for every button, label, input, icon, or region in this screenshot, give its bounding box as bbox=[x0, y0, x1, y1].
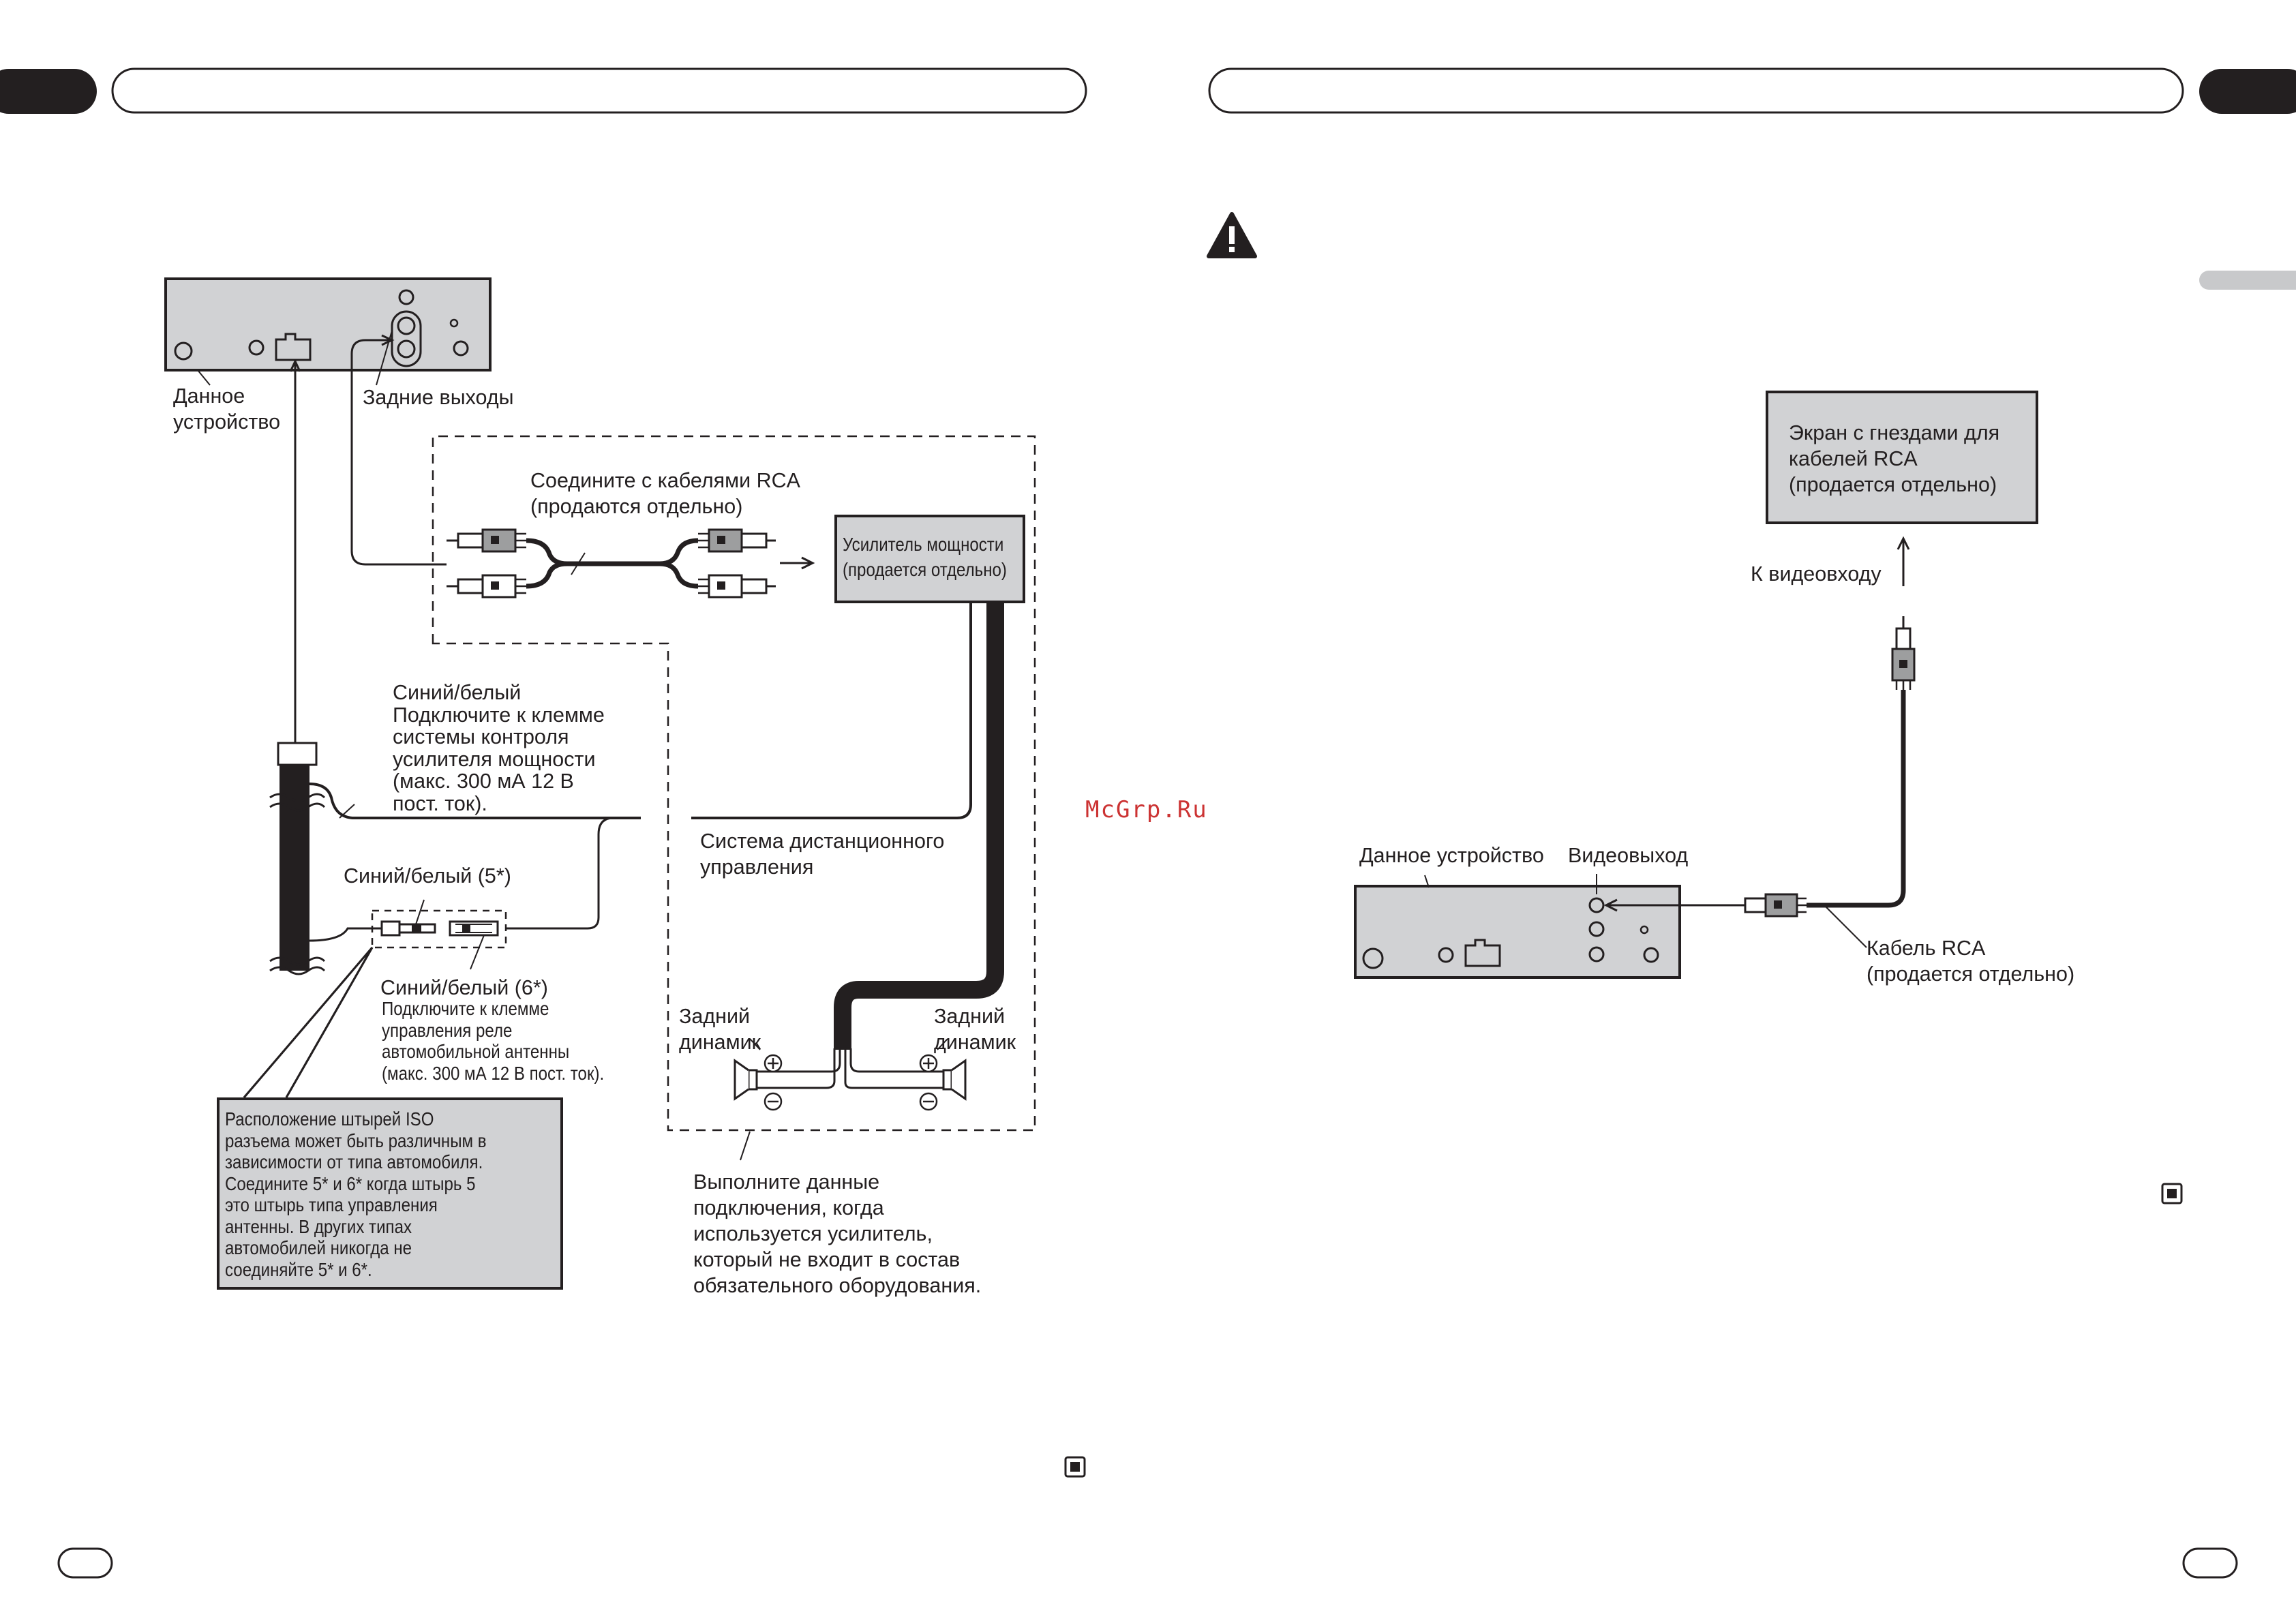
plus-circle-icon bbox=[764, 1054, 783, 1073]
head-unit-video-panel bbox=[1354, 885, 1681, 979]
rca-plug-video-in bbox=[1891, 616, 1916, 690]
iso-note-text: Расположение штырей ISO разъема может бы… bbox=[225, 1108, 487, 1280]
head-unit-label: Данное устройство bbox=[173, 384, 281, 434]
blue-white-5-label: Синий/белый (5*) bbox=[344, 864, 511, 888]
wiring-harness bbox=[269, 742, 326, 975]
rca-cable-label: Кабель RCA (продается отдельно) bbox=[1867, 937, 2075, 986]
minus-circle-icon bbox=[919, 1092, 938, 1111]
rca-plug-pair-left bbox=[447, 528, 526, 598]
end-square-icon bbox=[2161, 1183, 2183, 1204]
blue-white-note: Синий/белый Подключите к клемме системы … bbox=[393, 681, 605, 815]
rear-speaker-left-label: Задний динамик bbox=[679, 1005, 761, 1054]
power-amplifier-box bbox=[834, 515, 1025, 603]
page-number-oval-right bbox=[2182, 1547, 2238, 1579]
minus-circle-icon bbox=[764, 1092, 783, 1111]
video-output-label: Видеовыход bbox=[1568, 844, 1689, 867]
iso-note-box bbox=[217, 1097, 563, 1290]
warning-triangle-icon bbox=[1207, 212, 1257, 258]
rear-outputs-label: Задние выходы bbox=[363, 386, 514, 409]
watermark: McGrp.Ru bbox=[1085, 796, 1208, 823]
bullet-connectors bbox=[354, 920, 499, 937]
rear-speaker-left bbox=[734, 1059, 758, 1101]
head-unit-right-label: Данное устройство bbox=[1359, 844, 1544, 867]
rear-speaker-right-label: Задний динамик bbox=[934, 1005, 1016, 1054]
display-box bbox=[1766, 391, 2038, 524]
rca-plug-video-out bbox=[1736, 893, 1807, 917]
rear-speaker-right bbox=[942, 1059, 967, 1101]
rca-connect-label: Соедините с кабелями RCA (продаются отде… bbox=[530, 469, 801, 518]
end-square-icon bbox=[1064, 1456, 1086, 1478]
remote-system-label: Система дистанционного управления bbox=[700, 830, 945, 879]
rca-plug-pair-right bbox=[698, 528, 776, 598]
blue-white-6-note: Подключите к клемме управления реле авто… bbox=[382, 998, 605, 1084]
display-label: Экран с гнездами для кабелей RCA (продае… bbox=[1789, 421, 2000, 496]
power-amp-label: Усилитель мощности (продается отдельно) bbox=[843, 534, 1007, 580]
page-number-oval-left bbox=[57, 1547, 113, 1579]
header-bars bbox=[0, 67, 2296, 290]
amp-used-note: Выполните данные подключения, когда испо… bbox=[693, 1170, 982, 1297]
to-video-input-label: К видеовходу bbox=[1751, 562, 1882, 586]
head-unit-rear-panel bbox=[164, 277, 492, 371]
speaker-wires bbox=[757, 1048, 943, 1089]
blue-white-6-title: Синий/белый (6*) bbox=[380, 976, 548, 999]
amp-dashed-region bbox=[432, 435, 1036, 1132]
plus-circle-icon bbox=[919, 1054, 938, 1073]
